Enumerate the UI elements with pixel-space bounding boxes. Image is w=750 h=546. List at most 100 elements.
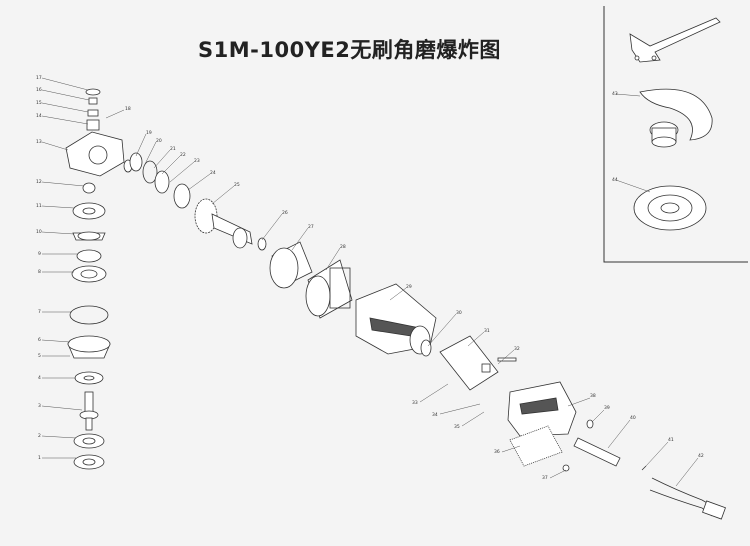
part-grinding-disc (633, 185, 707, 231)
callout-28: 28 (325, 244, 346, 271)
callout-6: 6 (38, 337, 71, 343)
svg-text:21: 21 (170, 146, 176, 152)
callout-34: 34 (432, 403, 481, 418)
svg-text:35: 35 (454, 424, 460, 430)
callout-1: 1 (38, 455, 76, 461)
callout-17: 17 (36, 75, 89, 91)
callout-labels: 1 2 3 4 5 6 7 8 9 10 11 12 13 14 15 16 1… (36, 75, 704, 487)
svg-text:23: 23 (194, 158, 200, 164)
callout-26: 26 (261, 210, 288, 241)
svg-text:28: 28 (340, 244, 346, 250)
callout-22: 22 (161, 152, 186, 175)
callout-27: 27 (291, 224, 314, 251)
callout-12: 12 (36, 179, 85, 187)
callout-20: 20 (143, 138, 162, 167)
part-spanner (629, 17, 721, 63)
svg-text:1: 1 (38, 455, 41, 461)
callout-16: 16 (36, 87, 90, 101)
callout-25: 25 (211, 182, 240, 205)
callout-33: 33 (412, 383, 449, 406)
callout-8: 8 (38, 269, 74, 275)
svg-text:3: 3 (38, 403, 41, 409)
svg-text:6: 6 (38, 337, 41, 343)
svg-text:11: 11 (36, 203, 42, 209)
callout-15: 15 (36, 100, 89, 113)
svg-text:31: 31 (484, 328, 490, 334)
callout-38: 38 (567, 393, 596, 407)
svg-text:18: 18 (125, 106, 131, 112)
callout-30: 30 (427, 310, 462, 347)
svg-text:27: 27 (308, 224, 314, 230)
svg-text:40: 40 (630, 415, 636, 421)
svg-text:39: 39 (604, 405, 610, 411)
svg-text:33: 33 (412, 400, 418, 406)
stator (305, 259, 353, 319)
svg-text:17: 17 (36, 75, 42, 81)
svg-text:30: 30 (456, 310, 462, 316)
svg-text:9: 9 (38, 251, 41, 257)
callout-9: 9 (38, 251, 77, 257)
svg-text:7: 7 (38, 309, 41, 315)
callout-40: 40 (607, 415, 636, 449)
svg-text:29: 29 (406, 284, 412, 290)
svg-text:44: 44 (612, 177, 618, 183)
callout-35: 35 (454, 411, 485, 430)
svg-text:2: 2 (38, 433, 41, 439)
callout-24: 24 (187, 170, 216, 191)
svg-text:4: 4 (38, 375, 41, 381)
callout-29: 29 (389, 284, 412, 301)
svg-text:34: 34 (432, 412, 438, 418)
rotor-assembly (123, 152, 313, 289)
callout-44: 44 (612, 177, 651, 193)
callout-43: 43 (612, 91, 641, 97)
callout-13: 13 (36, 139, 69, 151)
svg-text:8: 8 (38, 269, 41, 275)
svg-text:10: 10 (36, 229, 42, 235)
callout-14: 14 (36, 113, 89, 125)
handle-assembly (420, 335, 621, 472)
callout-7: 7 (38, 309, 72, 315)
callout-4: 4 (38, 375, 76, 381)
svg-text:37: 37 (542, 475, 548, 481)
svg-text:25: 25 (234, 182, 240, 188)
callout-3: 3 (38, 403, 83, 411)
svg-text:14: 14 (36, 113, 42, 119)
callout-10: 10 (36, 229, 75, 235)
svg-text:12: 12 (36, 179, 42, 185)
svg-text:24: 24 (210, 170, 216, 176)
callout-39: 39 (591, 405, 610, 423)
diagram-title: S1M-100YE2无刷角磨爆炸图 (198, 38, 501, 62)
spindle-stack (65, 88, 125, 470)
callout-19: 19 (135, 130, 152, 157)
svg-text:13: 13 (36, 139, 42, 145)
svg-text:22: 22 (180, 152, 186, 158)
callout-21: 21 (153, 146, 176, 169)
svg-text:41: 41 (668, 437, 674, 443)
callout-11: 11 (36, 203, 75, 209)
svg-text:20: 20 (156, 138, 162, 144)
callout-32: 32 (497, 346, 520, 365)
svg-text:42: 42 (698, 453, 704, 459)
svg-text:15: 15 (36, 100, 42, 106)
callout-5: 5 (38, 353, 70, 359)
callout-23: 23 (169, 158, 200, 183)
callout-42: 42 (675, 453, 704, 487)
svg-text:5: 5 (38, 353, 41, 359)
callout-31: 31 (467, 328, 490, 347)
callout-18: 18 (105, 106, 131, 119)
svg-text:32: 32 (514, 346, 520, 352)
inset-frame (603, 6, 748, 263)
svg-text:43: 43 (612, 91, 618, 97)
part-wheel-guard (639, 88, 713, 148)
power-cord (641, 465, 726, 520)
callout-41: 41 (645, 437, 674, 467)
svg-text:36: 36 (494, 449, 500, 455)
callout-2: 2 (38, 433, 77, 439)
svg-text:19: 19 (146, 130, 152, 136)
svg-text:38: 38 (590, 393, 596, 399)
callout-36: 36 (494, 445, 521, 455)
svg-text:16: 16 (36, 87, 42, 93)
callout-37: 37 (542, 469, 567, 481)
svg-text:26: 26 (282, 210, 288, 216)
